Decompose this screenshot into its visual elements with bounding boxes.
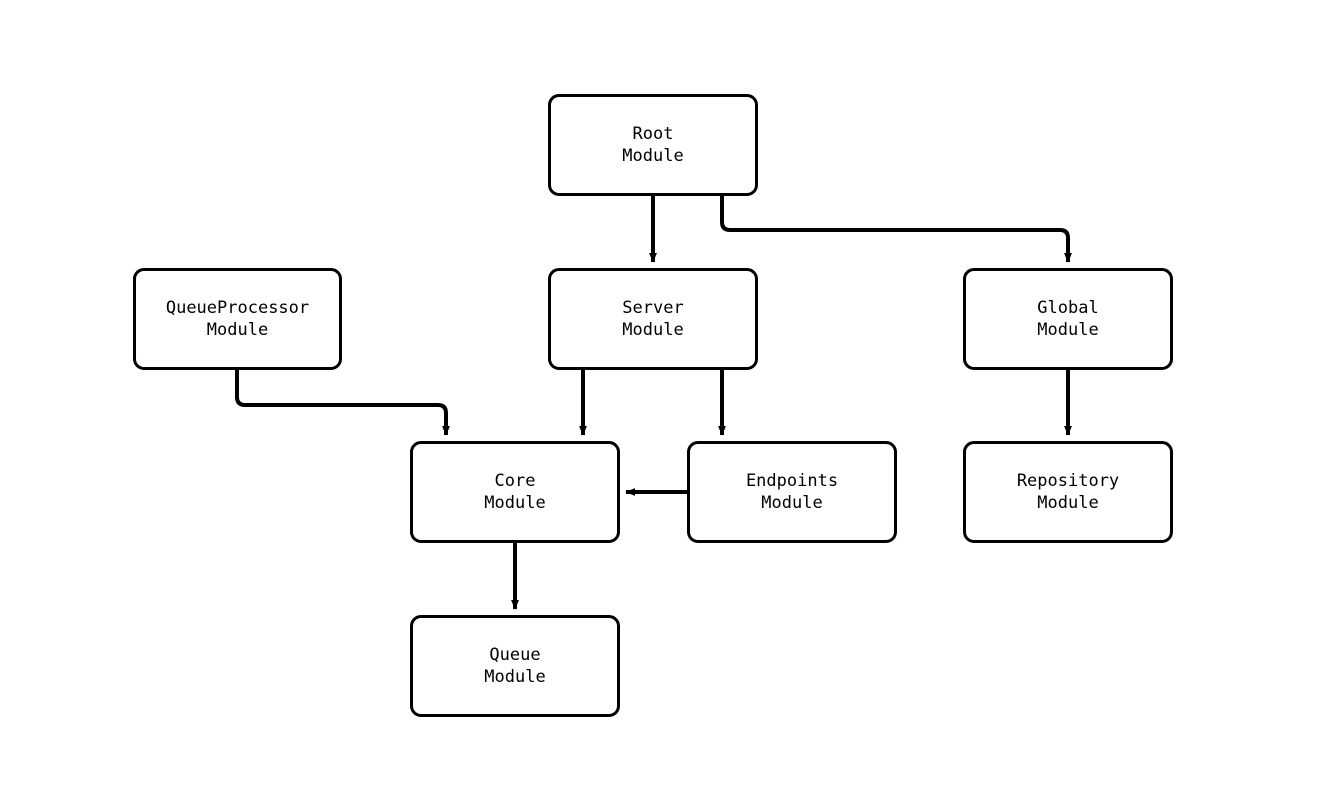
- node-server-module[interactable]: Server Module: [548, 268, 758, 370]
- node-repository-module-label: Repository Module: [1016, 471, 1120, 513]
- node-global-module-label: Global Module: [1037, 298, 1099, 340]
- node-queueprocessor-module[interactable]: QueueProcessor Module: [133, 268, 342, 370]
- node-queue-module[interactable]: Queue Module: [410, 615, 620, 717]
- node-root-module-label: Root Module: [622, 124, 684, 166]
- node-queue-module-label: Queue Module: [484, 645, 546, 687]
- node-endpoints-module[interactable]: Endpoints Module: [687, 441, 897, 543]
- node-core-module[interactable]: Core Module: [410, 441, 620, 543]
- edge-root-to-global: [720, 196, 1072, 263]
- node-core-module-label: Core Module: [484, 471, 546, 513]
- node-root-module[interactable]: Root Module: [548, 94, 758, 196]
- node-repository-module[interactable]: Repository Module: [963, 441, 1173, 543]
- node-server-module-label: Server Module: [622, 298, 684, 340]
- node-queueprocessor-module-label: QueueProcessor Module: [165, 298, 310, 340]
- node-global-module[interactable]: Global Module: [963, 268, 1173, 370]
- edge-queueprocessor-to-core: [235, 370, 450, 436]
- node-endpoints-module-label: Endpoints Module: [745, 471, 839, 513]
